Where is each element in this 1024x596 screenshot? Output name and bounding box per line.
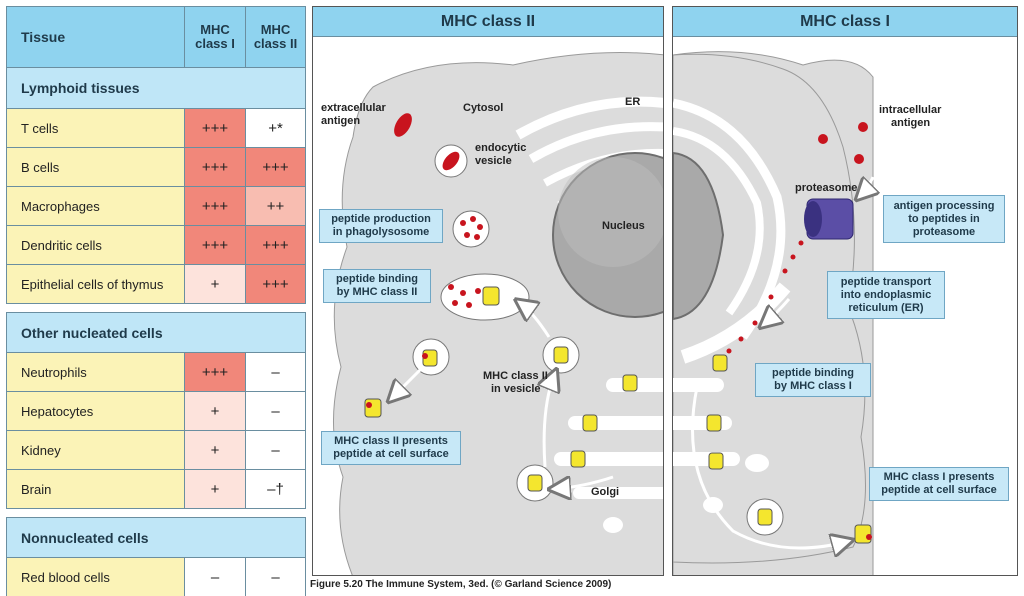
mhc-class-2-molecule: [622, 374, 638, 392]
mhc-class-1-cell: +++: [185, 353, 246, 391]
mhc-class-1-molecule: [757, 508, 773, 526]
mhc-class-2-cell: –: [246, 353, 305, 391]
peptide-transport-box: peptide transport into endoplasmic retic…: [827, 271, 945, 319]
mhc-class-2-molecule: [582, 414, 598, 432]
mhc-class-1-molecule: [854, 524, 872, 544]
mhc-class-2-cell: ++: [246, 187, 305, 225]
tissue-cell: Epithelial cells of thymus: [7, 265, 185, 303]
mhc-class-2-cell: +++: [246, 265, 305, 303]
mhc-class-1-cell: +: [185, 470, 246, 508]
intracellular-antigen: [818, 122, 868, 164]
tissue-cell: Brain: [7, 470, 185, 508]
er-membrane: [680, 282, 791, 364]
mhc-class-1-molecule: [708, 452, 724, 470]
mhc-class-1-cell: +++: [185, 226, 246, 264]
cytosol-label: Cytosol: [463, 102, 503, 114]
section-header: Nonnucleated cells: [6, 517, 306, 558]
tissue-cell: Red blood cells: [7, 558, 185, 596]
header-mhc-class-2: MHC class II: [253, 22, 298, 51]
mhc-class-2-cell: –: [246, 558, 305, 596]
mhc-class-1-molecule: [712, 354, 728, 372]
tissue-cell: Macrophages: [7, 187, 185, 225]
pathway-arrow: [391, 365, 425, 399]
pathway-arrow: [519, 302, 551, 338]
tissue-cell: Kidney: [7, 431, 185, 469]
table-row: Epithelial cells of thymus++++: [6, 265, 306, 304]
mhc-class-1-cell: +++: [185, 148, 246, 186]
antigen-processing-box: antigen processing to peptides in protea…: [883, 195, 1005, 243]
er-membrane: [515, 96, 663, 140]
table-row: T cells++++*: [6, 109, 306, 148]
mhc-class-1-cell: +: [185, 265, 246, 303]
mhc-class-2-molecule: [527, 474, 543, 492]
header-tissue: Tissue: [7, 7, 185, 67]
extracellular-antigen: [394, 113, 412, 137]
mhc-class-2-molecule: [364, 398, 382, 418]
table-row: Macrophages+++++: [6, 187, 306, 226]
mhc-class-1-title: MHC class I: [673, 7, 1017, 37]
nucleus-label: Nucleus: [602, 220, 645, 232]
peptide-binding-class-1-box: peptide binding by MHC class I: [755, 363, 871, 397]
mhc-class-1-presents-box: MHC class I presents peptide at cell sur…: [869, 467, 1009, 501]
pathway-arrow: [763, 298, 791, 325]
tissue-cell: B cells: [7, 148, 185, 186]
mhc-class-1-cell: +++: [185, 187, 246, 225]
table-row: Dendritic cells++++++: [6, 226, 306, 265]
mhc-class-1-cell: +++: [185, 109, 246, 147]
er-membrane: [673, 98, 786, 340]
peptide-production-box: peptide production in phagolysosome: [319, 209, 443, 243]
mhc-class-2-cell: +*: [246, 109, 305, 147]
mhc-class-1-cell: +: [185, 431, 246, 469]
mhc-class-2-molecule: [553, 346, 569, 364]
mhc-class-2-cell: +++: [246, 226, 305, 264]
mhc-class-2-title: MHC class II: [313, 7, 663, 37]
table-row: Hepatocytes+–: [6, 392, 306, 431]
table-row: Neutrophils+++–: [6, 353, 306, 392]
er-membrane: [528, 122, 663, 163]
nucleus: [673, 151, 725, 321]
mhc-class-2-panel: MHC class II: [312, 6, 664, 576]
proteasome-label: proteasome: [795, 182, 857, 194]
mhc-class-2-molecule: [482, 286, 500, 306]
pathway-arrow: [859, 177, 873, 197]
pathway-arrow: [544, 373, 555, 468]
table-row: Kidney+–: [6, 431, 306, 470]
header-mhc-class-1: MHC class I: [185, 7, 246, 67]
pathway-arrow: [553, 475, 614, 489]
tissue-cell: Dendritic cells: [7, 226, 185, 264]
tissue-cell: Hepatocytes: [7, 392, 185, 430]
er-label: ER: [625, 96, 640, 108]
mhc-class-1-panel: MHC class I: [672, 6, 1018, 576]
mhc-class-2-cell: +++: [246, 148, 305, 186]
pathway-arrow: [691, 386, 850, 548]
mhc-class-2-cell: –: [246, 431, 305, 469]
mhc-class-2-presents-box: MHC class II presents peptide at cell su…: [321, 431, 461, 465]
section-header: Lymphoid tissues: [6, 68, 306, 109]
mhc-class-2-molecule: [570, 450, 586, 468]
section-header: Other nucleated cells: [6, 312, 306, 353]
tissue-cell: Neutrophils: [7, 353, 185, 391]
mhc-class-1-molecule: [706, 414, 722, 432]
table-row: Brain+–†: [6, 470, 306, 509]
table-row: B cells++++++: [6, 148, 306, 187]
table-header: Tissue MHC class I MHC class II: [6, 6, 306, 68]
mhc-class-2-cell: –: [246, 392, 305, 430]
golgi-label: Golgi: [591, 486, 619, 498]
mhc-class-2-cell: –†: [246, 470, 305, 508]
mhc-expression-table: Tissue MHC class I MHC class II Lymphoid…: [6, 6, 306, 596]
tissue-cell: T cells: [7, 109, 185, 147]
figure-caption: Figure 5.20 The Immune System, 3ed. (© G…: [310, 579, 612, 590]
peptide-binding-class-2-box: peptide binding by MHC class II: [323, 269, 431, 303]
phagolysosome: [452, 210, 490, 248]
mhc-class-1-cell: +: [185, 392, 246, 430]
mhc-class-1-cell: –: [185, 558, 246, 596]
table-row: Red blood cells––: [6, 558, 306, 596]
er-membrane: [673, 127, 764, 316]
